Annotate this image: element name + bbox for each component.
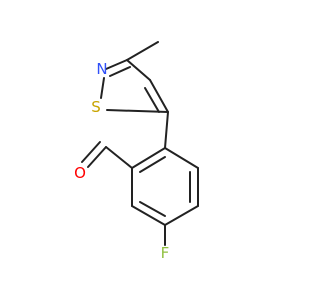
bond-ar3-ar4 — [164, 205, 199, 226]
nitrogen-label: N — [96, 60, 107, 78]
bond-c5-aryl — [164, 111, 169, 149]
bond-ar6-ar1-double — [139, 156, 166, 173]
bond-n-c3 — [105, 59, 128, 70]
bond-cho-o — [87, 146, 107, 168]
molecule-diagram: S N O F — [74, 41, 199, 262]
bond-ar6-cho — [105, 146, 133, 169]
bond-cho-o-double — [81, 141, 101, 163]
oxygen-label: O — [74, 164, 86, 182]
bond-ar4-ar5-double — [139, 201, 166, 217]
bond-c4-c5-double — [144, 87, 160, 113]
structure-canvas: S N O F — [74, 41, 199, 262]
bond-s-n — [100, 77, 105, 99]
bond-ar1-ar2 — [164, 147, 199, 169]
bond-c4-c5 — [149, 79, 169, 113]
bond-n-c3-double — [109, 66, 131, 77]
fluorine-label: F — [161, 244, 170, 262]
bond-ar6-ar1 — [131, 147, 166, 169]
bond-c3-c4 — [126, 59, 151, 81]
bond-c3-methyl — [126, 41, 159, 61]
sulfur-label: S — [91, 98, 101, 116]
bond-c5-s — [106, 109, 169, 113]
bond-ar4-ar5 — [131, 205, 166, 226]
